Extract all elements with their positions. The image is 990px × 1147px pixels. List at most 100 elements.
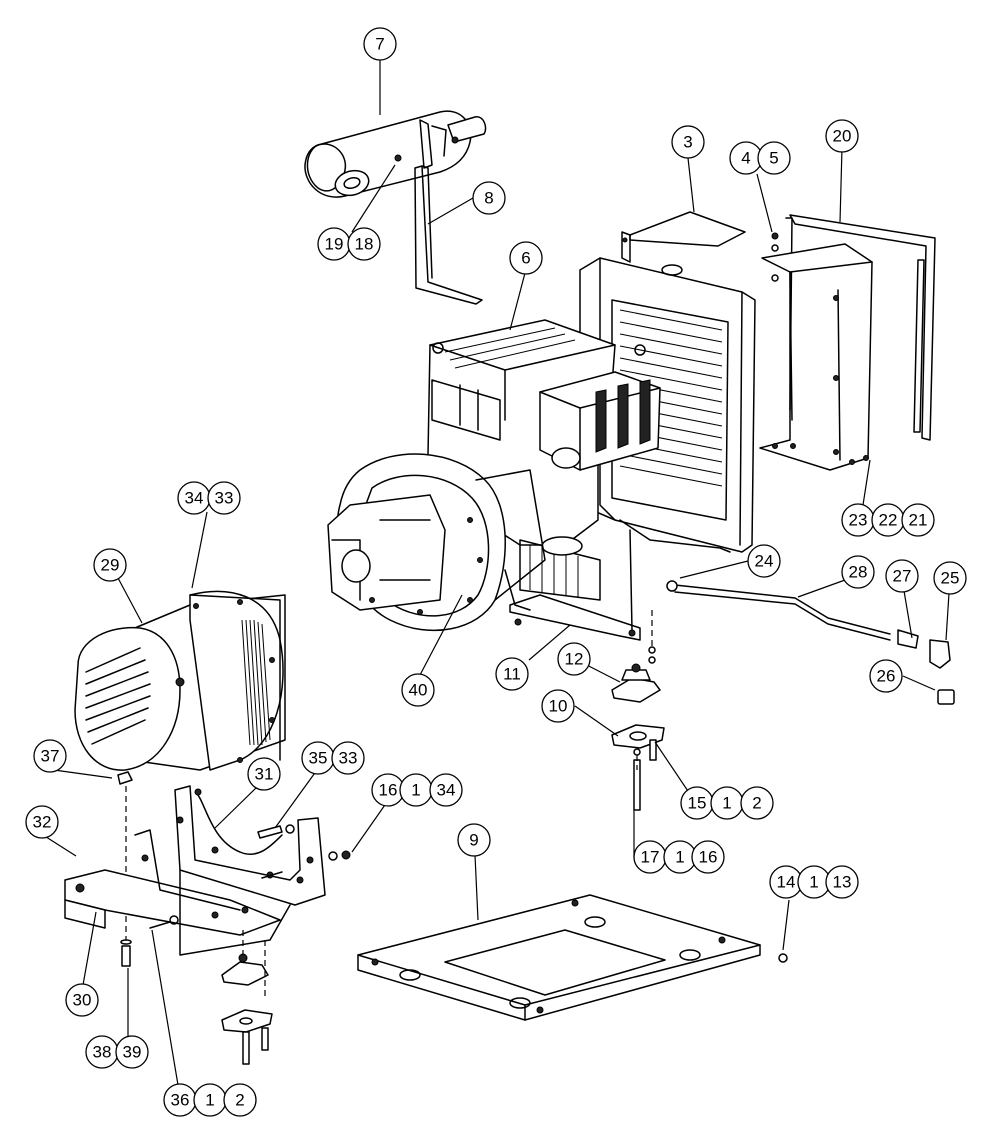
svg-text:9: 9: [469, 831, 478, 850]
callout-35-33: 33: [331, 741, 365, 775]
svg-text:30: 30: [73, 991, 92, 1010]
svg-text:28: 28: [849, 563, 868, 582]
svg-text:2: 2: [752, 794, 761, 813]
callout-4: 4: [729, 141, 763, 175]
fuel-line-part: [666, 580, 955, 705]
callout-34: 34: [177, 481, 211, 515]
callout-14: 14: [769, 865, 803, 899]
muffler-part: [304, 110, 487, 198]
svg-text:32: 32: [33, 813, 52, 832]
svg-text:38: 38: [93, 1043, 112, 1062]
svg-text:2: 2: [235, 1091, 244, 1110]
callout-8: 8: [472, 181, 506, 215]
svg-text:16: 16: [379, 781, 398, 800]
svg-text:35: 35: [309, 749, 328, 768]
shroud-cover-part: [621, 211, 746, 263]
svg-text:34: 34: [437, 781, 456, 800]
callout-16b: 16: [691, 840, 725, 874]
svg-text:39: 39: [123, 1043, 142, 1062]
leader-lines: [42, 60, 950, 1086]
callout-25: 25: [933, 561, 967, 595]
callout-26: 26: [869, 659, 903, 693]
svg-text:1: 1: [411, 781, 420, 800]
svg-text:27: 27: [893, 567, 912, 586]
svg-text:23: 23: [849, 511, 868, 530]
engine-rubber-mount-part: [611, 610, 661, 703]
cooling-fins: [241, 619, 271, 746]
svg-text:22: 22: [879, 511, 898, 530]
generator-cover-part: [74, 590, 286, 771]
svg-text:16: 16: [699, 848, 718, 867]
muffler-bracket-part: [414, 165, 483, 305]
svg-text:8: 8: [484, 189, 493, 208]
svg-text:5: 5: [769, 149, 778, 168]
callout-13: 13: [825, 865, 859, 899]
callout-39: 39: [115, 1035, 149, 1069]
callout-20: 20: [825, 119, 859, 153]
svg-text:17: 17: [641, 848, 660, 867]
callout-15-2: 2: [740, 786, 774, 820]
generator-end-part: [327, 453, 546, 632]
callout-23: 23: [841, 503, 875, 537]
callout-17-1: 1: [663, 840, 697, 874]
svg-text:33: 33: [215, 489, 234, 508]
callout-28: 28: [841, 555, 875, 589]
svg-text:14: 14: [777, 873, 796, 892]
svg-text:1: 1: [205, 1091, 214, 1110]
callout-22: 22: [871, 503, 905, 537]
svg-text:34: 34: [185, 489, 204, 508]
callout-29: 29: [93, 548, 127, 582]
clip-part: [117, 771, 133, 940]
svg-text:24: 24: [755, 552, 774, 571]
callouts: 7 8 19 18 3 4 5 20 6 23 22 21 24 28 27 2…: [25, 27, 967, 1117]
callout-11: 11: [495, 657, 529, 691]
callout-31: 31: [247, 757, 281, 791]
svg-text:31: 31: [255, 765, 274, 784]
callout-16: 16: [371, 773, 405, 807]
callout-15: 15: [680, 786, 714, 820]
callout-40: 40: [401, 673, 435, 707]
svg-text:20: 20: [833, 127, 852, 146]
callout-15-1: 1: [710, 786, 744, 820]
svg-text:1: 1: [675, 848, 684, 867]
svg-text:33: 33: [339, 749, 358, 768]
callout-3: 3: [671, 125, 705, 159]
svg-text:10: 10: [549, 697, 568, 716]
callout-36-1: 1: [193, 1083, 227, 1117]
callout-24: 24: [747, 544, 781, 578]
callout-16-1: 1: [399, 773, 433, 807]
callout-9: 9: [457, 823, 491, 857]
svg-text:18: 18: [355, 235, 374, 254]
svg-text:6: 6: [521, 249, 530, 268]
svg-text:29: 29: [101, 556, 120, 575]
callout-5: 5: [757, 141, 791, 175]
svg-text:25: 25: [941, 569, 960, 588]
callout-30: 30: [65, 983, 99, 1017]
engine-mount-bracket-part: [509, 529, 641, 641]
svg-text:36: 36: [171, 1091, 190, 1110]
callout-7: 7: [363, 27, 397, 61]
svg-text:21: 21: [909, 511, 928, 530]
svg-text:12: 12: [565, 650, 584, 669]
svg-text:26: 26: [877, 667, 896, 686]
base-frame-part: [357, 894, 788, 1021]
svg-text:11: 11: [503, 665, 521, 684]
cable-part: [194, 788, 283, 855]
side-panel-part: [785, 214, 936, 441]
mount-plate-part: [611, 724, 665, 811]
bracket-bolt-part: [120, 939, 132, 967]
svg-text:7: 7: [375, 35, 384, 54]
callout-37: 37: [33, 739, 67, 773]
generator-bracket-part: [64, 785, 351, 956]
svg-text:15: 15: [688, 794, 707, 813]
svg-text:19: 19: [325, 235, 344, 254]
svg-text:4: 4: [741, 149, 750, 168]
shroud-side-box-part: [759, 232, 873, 471]
callout-14-1: 1: [797, 865, 831, 899]
callout-32: 32: [25, 805, 59, 839]
callout-10: 10: [541, 689, 575, 723]
callout-35: 35: [301, 741, 335, 775]
callout-6: 6: [509, 241, 543, 275]
bracket-rubber-mount-part: [221, 930, 273, 1065]
